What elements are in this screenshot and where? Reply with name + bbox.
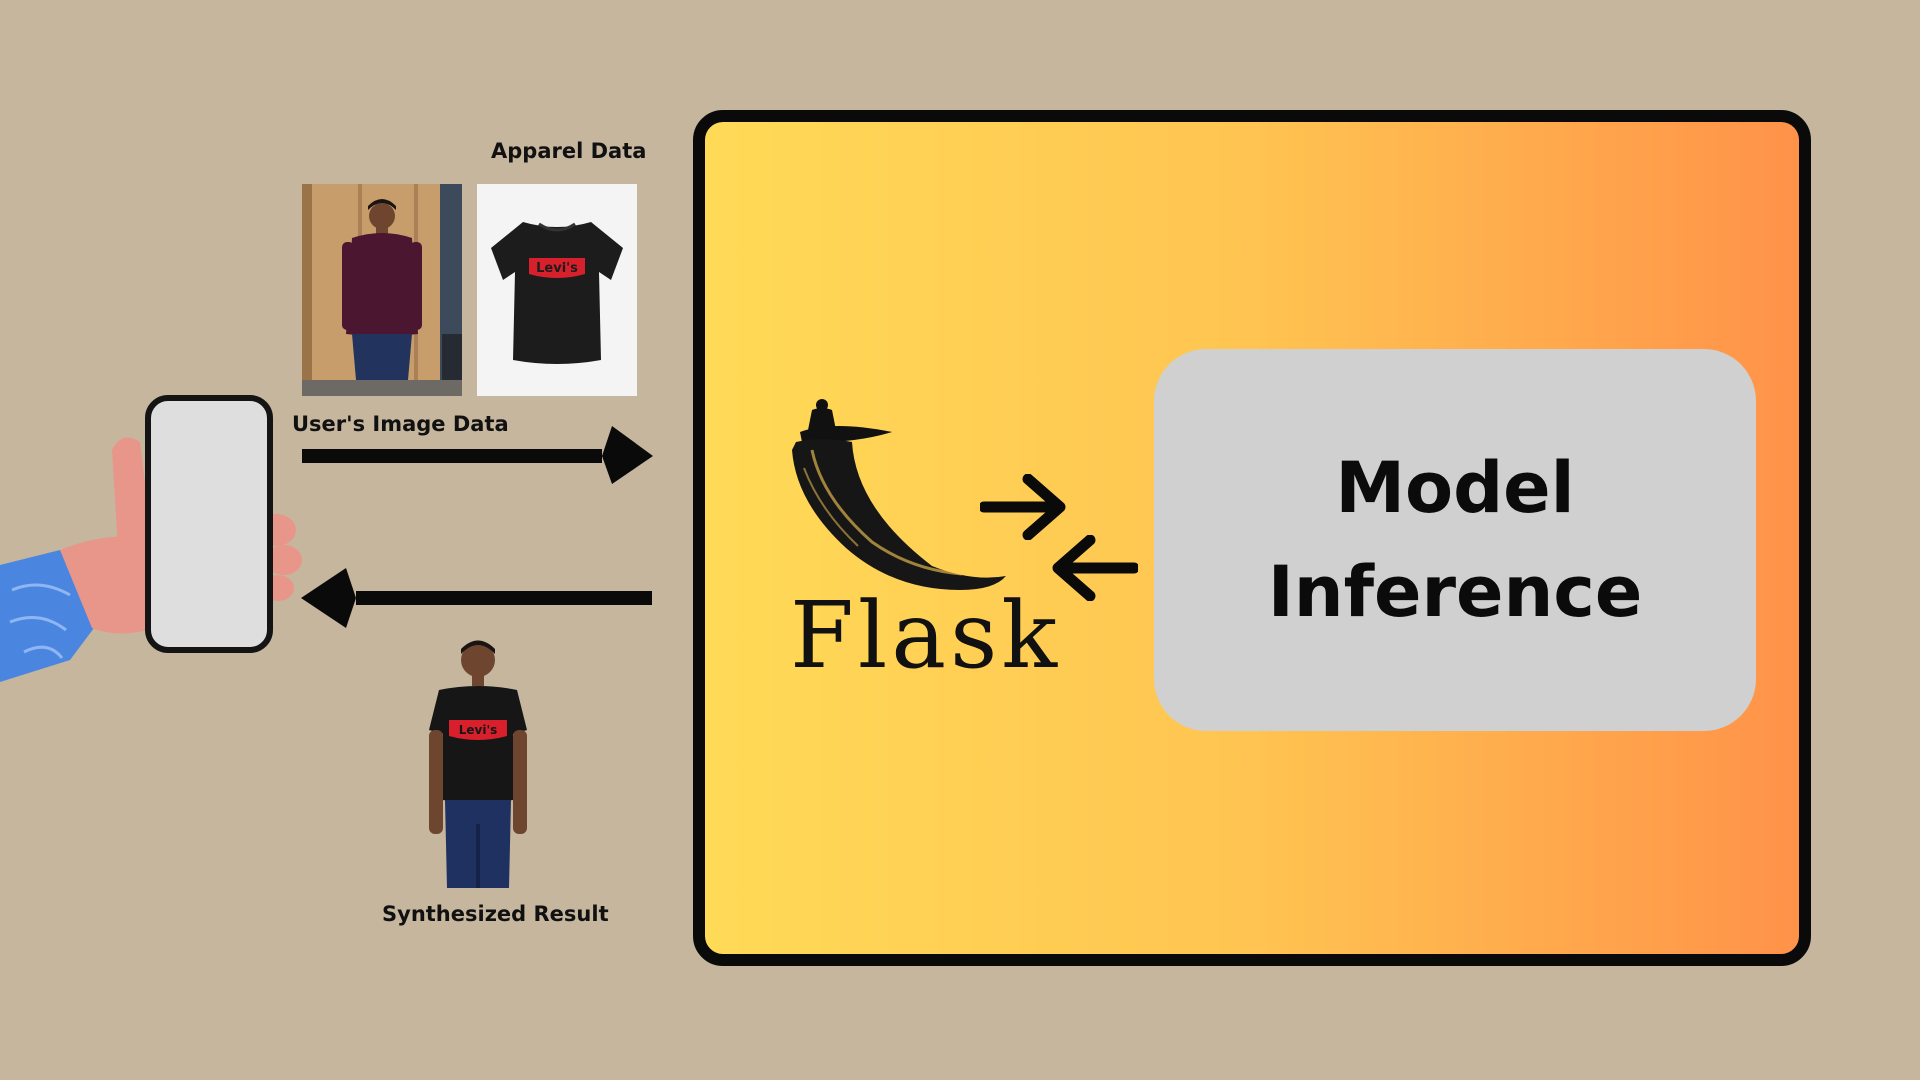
user-photo [302, 184, 462, 396]
user-image-data-label: User's Image Data [292, 412, 509, 436]
apparel-data-label: Apparel Data [491, 139, 647, 163]
phone-screen [145, 395, 273, 653]
arrow-left-icon [1052, 535, 1138, 601]
inference-label: Inference [1267, 551, 1643, 633]
synthesized-result-photo: Levi's [417, 634, 539, 888]
model-label: Model [1335, 447, 1575, 529]
result-person-graphic: Levi's [429, 640, 527, 888]
result-levis-logo-text: Levi's [459, 723, 498, 737]
levis-logo-text: Levi's [536, 261, 578, 276]
model-inference-box: Model Inference [1154, 349, 1756, 731]
apparel-photo: Levi's [477, 184, 637, 396]
flask-horn-logo-icon [792, 399, 1006, 590]
hand-holding-phone-icon [0, 395, 302, 682]
arrow-left-icon [301, 568, 652, 628]
flask-wordmark: Flask [790, 582, 1062, 689]
synthesized-result-label: Synthesized Result [382, 902, 609, 926]
arrow-right-icon [302, 426, 653, 484]
user-photo-graphic [302, 184, 462, 396]
arrow-right-icon [980, 474, 1066, 540]
black-tshirt-graphic: Levi's [477, 184, 637, 396]
